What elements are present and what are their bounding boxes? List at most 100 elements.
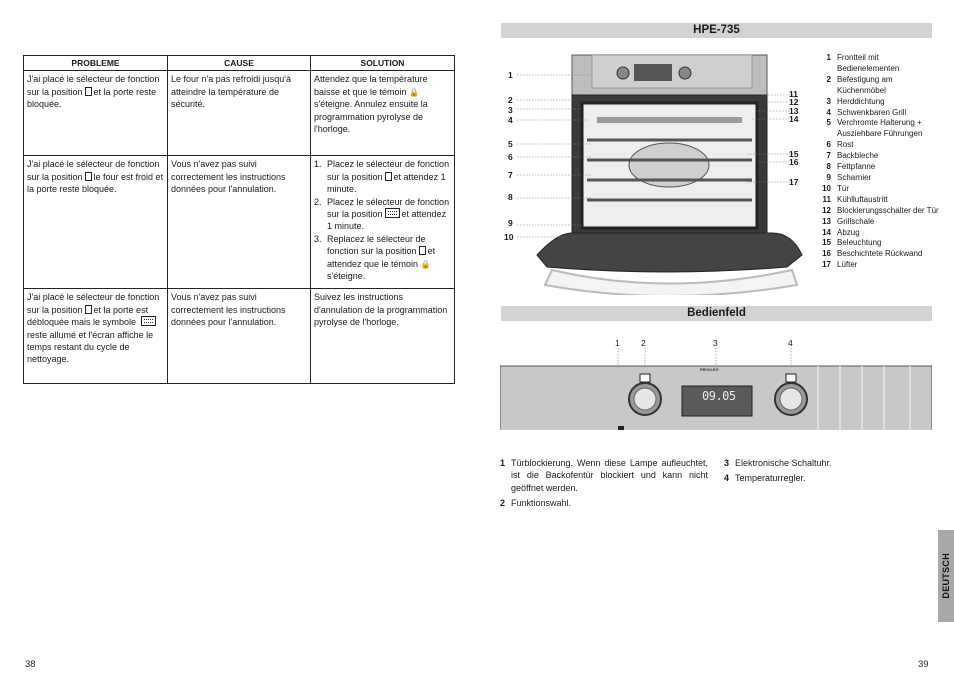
legend-number: 5: [826, 118, 831, 128]
solution-step: 1. Placez le sélecteur de fonction sur l…: [314, 159, 450, 195]
legend-number: 7: [826, 151, 831, 161]
callout: 14: [789, 114, 799, 124]
callout: 12: [789, 97, 799, 107]
callout: 10: [504, 232, 514, 242]
callout: 11: [789, 89, 798, 99]
callout: 8: [508, 192, 513, 202]
cell-cause: Vous n'avez pas suivi correctement les i…: [167, 288, 311, 385]
page-number: 38: [25, 659, 36, 670]
panel-callout: 4: [788, 338, 793, 348]
pyrolysis-icon: [140, 316, 156, 327]
legend-number: 16: [822, 249, 831, 259]
legend-text: Befestigung am Küchenmöbel: [837, 74, 893, 95]
panel-descriptions-left: 1 Türblockierung. Wenn diese Lampe aufle…: [500, 457, 708, 512]
panel-callout: 2: [641, 338, 646, 348]
oven-position-icon: [418, 246, 426, 256]
troubleshooting-table: PROBLEME CAUSE SOLUTION J'ai placé le sé…: [23, 54, 455, 385]
legend-text: Scharnier: [837, 172, 872, 182]
cell-solution: Suivez les instructions d'annulation de …: [310, 288, 455, 385]
legend-text: Frontteil mit Bedienelementen: [837, 53, 900, 73]
oven-position-icon: [84, 171, 92, 181]
cell-solution: 1. Placez le sélecteur de fonction sur l…: [310, 155, 455, 290]
callout: 5: [508, 139, 513, 149]
description-item: 2 Funktionswahl.: [500, 497, 572, 508]
legend-text: Kühlluftaustritt: [837, 194, 888, 204]
legend-number: 6: [826, 140, 831, 150]
legend-number: 17: [822, 260, 831, 270]
cell-probleme: J'ai placé le sélecteur de fonction sur …: [23, 155, 168, 290]
callout: 13: [789, 106, 799, 116]
oven-legend: 1 Frontteil mit Bedienelementen 2 Befestigu…: [811, 53, 941, 271]
legend-number: 1: [826, 53, 831, 62]
legend-item: 13 Grillschale: [811, 217, 941, 228]
legend-text: Backbleche: [837, 151, 879, 161]
panel-descriptions-right: 3 Elektronische Schaltuhr. 4 Temperaturr…: [724, 457, 924, 488]
legend-number: 4: [826, 107, 831, 117]
legend-number: 3: [826, 96, 831, 106]
table-row: J'ai placé le sélecteur de fonction sur …: [23, 70, 455, 157]
description-item: 4 Temperaturregler.: [724, 473, 806, 484]
legend-item: 16 Beschichtete Rückwand: [811, 249, 941, 260]
right-page: HPE-735: [477, 0, 954, 677]
oven-position-icon: [84, 304, 92, 314]
description-item: 1 Türblockierung. Wenn diese Lampe aufle…: [500, 458, 708, 493]
legend-number: 11: [822, 194, 831, 204]
legend-text: Schwenkbaren Grill: [837, 107, 907, 117]
panel-brand: PRIVILEG: [700, 367, 719, 372]
description-item: 3 Elektronische Schaltuhr.: [724, 458, 832, 468]
callout: 4: [508, 115, 513, 125]
callout: 15: [789, 149, 799, 159]
callout: 16: [789, 157, 799, 167]
pyrolysis-icon: [384, 208, 400, 219]
callout: 2: [508, 95, 513, 105]
panel-title: Bedienfeld: [501, 306, 932, 321]
legend-text: Blockierungsschalter der Tür: [837, 205, 939, 215]
cell-solution: Attendez que la température baisse et qu…: [310, 70, 455, 157]
legend-text: Fettpfanne: [837, 162, 876, 172]
cell-probleme: J'ai placé le sélecteur de fonction sur …: [23, 70, 168, 157]
panel-callout: 3: [713, 338, 718, 348]
oven-position-icon: [84, 86, 92, 96]
legend-item: 2 Befestigung am Küchenmöbel: [811, 75, 941, 97]
legend-item: 9 Scharnier: [811, 173, 941, 184]
header-cause: CAUSE: [167, 54, 311, 72]
legend-item: 4 Schwenkbaren Grill: [811, 108, 941, 119]
panel-display: 09.05: [702, 389, 736, 403]
callout: 9: [508, 218, 513, 228]
legend-number: 2: [826, 74, 831, 84]
callout: 6: [508, 152, 513, 162]
legend-text: Verchromte Halterung + Ausziehbare Führu…: [837, 118, 923, 139]
callout: 3: [508, 105, 513, 115]
oven-diagram: [517, 54, 803, 295]
legend-number: 10: [822, 183, 831, 193]
legend-text: Herddichtung: [837, 96, 885, 106]
legend-number: 13: [822, 216, 831, 226]
cell-cause: Le four n'a pas refroidi jusqu'à atteind…: [167, 70, 311, 157]
callout: 17: [789, 177, 799, 187]
control-panel-diagram: [500, 348, 932, 430]
cell-probleme: J'ai placé le sélecteur de fonction sur …: [23, 288, 168, 385]
legend-item: 1 Frontteil mit Bedienelementen: [811, 53, 941, 75]
header-probleme: PROBLEME: [23, 54, 168, 72]
lock-icon: 🔒: [409, 87, 420, 97]
table-row: J'ai placé le sélecteur de fonction sur …: [23, 155, 455, 290]
legend-text: Grillschale: [837, 216, 875, 226]
header-solution: SOLUTION: [310, 54, 455, 72]
oven-position-icon: [384, 171, 392, 181]
legend-item: 6 Rost: [811, 140, 941, 151]
legend-text: Lüfter: [837, 260, 858, 270]
table-header-row: PROBLEME CAUSE SOLUTION: [23, 54, 455, 72]
legend-text: Rost: [837, 140, 854, 150]
legend-item: 11 Kühlluftaustritt: [811, 195, 941, 206]
legend-item: 5 Verchromte Halterung + Ausziehbare Führ…: [811, 118, 941, 140]
legend-number: 9: [826, 172, 831, 182]
language-tab: DEUTSCH: [938, 530, 954, 622]
legend-text: Beschichtete Rückwand: [837, 249, 923, 259]
cell-cause: Vous n'avez pas suivi correctement les i…: [167, 155, 311, 290]
legend-item: 17 Lüfter: [811, 260, 941, 271]
solution-step: 3. Replacez le sélecteur de fonction sur…: [314, 233, 436, 282]
